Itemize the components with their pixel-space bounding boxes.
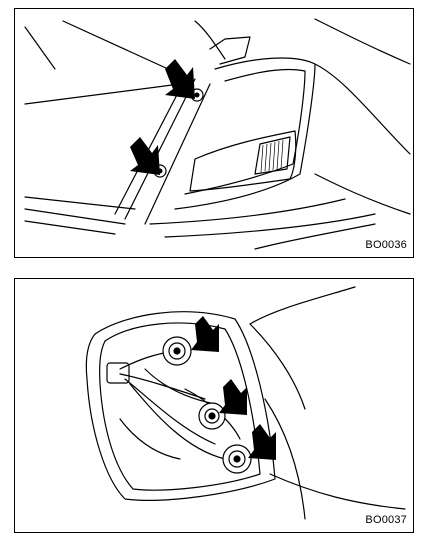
arrow-icon bbox=[191, 316, 219, 352]
arrow-icon bbox=[248, 424, 276, 460]
bulb-socket-icon bbox=[162, 336, 192, 366]
figure-code: BO0036 bbox=[365, 239, 407, 251]
bulb-socket-icon bbox=[198, 402, 226, 430]
arrow-icon bbox=[130, 137, 160, 175]
figure-code: BO0037 bbox=[365, 514, 407, 526]
figure-bo0037: BO0037 bbox=[14, 278, 414, 533]
arrow-icon bbox=[165, 59, 195, 99]
bulb-sockets-illustration bbox=[85, 286, 406, 520]
tail-light-screws-illustration bbox=[24, 18, 411, 250]
figure-bo0036: BO0036 bbox=[14, 8, 414, 258]
arrow-icon bbox=[219, 379, 247, 415]
bulb-socket-icon bbox=[222, 444, 252, 474]
